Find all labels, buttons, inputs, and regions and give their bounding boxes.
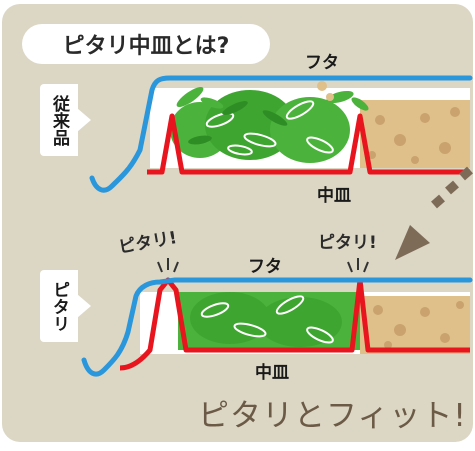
lid-outline (89, 75, 473, 193)
lid-outline (81, 277, 473, 377)
background-panel (2, 4, 473, 442)
fit-sparks (157, 258, 369, 273)
lid-label-top: フタ (305, 53, 339, 73)
tray-label-bottom: 中皿 (255, 363, 289, 383)
tray-label-top: 中皿 (317, 186, 351, 206)
tray-outline (147, 113, 470, 175)
tray-outline (119, 277, 470, 371)
transition-arrow (395, 166, 473, 260)
conventional-container (89, 75, 473, 193)
vegetable-pile (170, 90, 350, 163)
page-title: ピタリ中皿とは? (22, 24, 270, 64)
side-label-text: ピタリ (49, 280, 69, 332)
side-label-conventional: 従来品 (40, 84, 78, 156)
side-tab-pointer (77, 294, 91, 318)
vegetable-pile (178, 292, 360, 350)
pitari-container (81, 258, 473, 377)
fit-callout-right: ピタリ! (318, 233, 377, 253)
side-tab-pointer (77, 108, 91, 132)
side-label-text: 従来品 (49, 94, 69, 146)
slogan-text: ピタリとフィット! (198, 398, 467, 434)
lid-label-bottom: フタ (248, 257, 282, 277)
side-label-pitari: ピタリ (40, 270, 78, 342)
